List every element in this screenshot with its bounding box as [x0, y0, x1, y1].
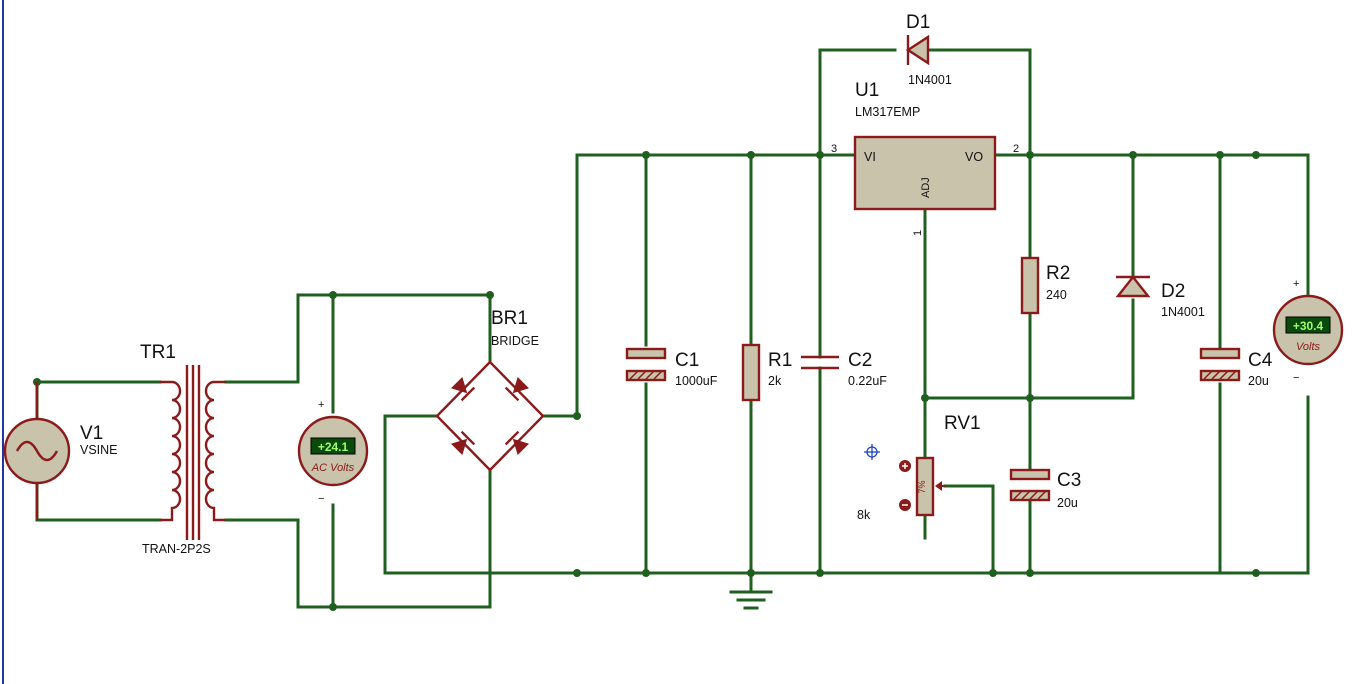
- u1-value: LM317EMP: [855, 105, 920, 119]
- d2-value: 1N4001: [1161, 305, 1205, 319]
- u1-pin2: 2: [1013, 143, 1019, 155]
- d1-value: 1N4001: [908, 73, 952, 87]
- d1-ref: D1: [906, 12, 930, 33]
- c4-ref: C4: [1248, 350, 1273, 371]
- c1-ref: C1: [675, 350, 699, 371]
- c4-capacitor[interactable]: C4 20u: [1199, 347, 1273, 388]
- ground-symbol: [729, 590, 773, 610]
- d1-diode[interactable]: D1 1N4001: [905, 12, 952, 87]
- rv1-potentiometer[interactable]: 7% RV1 8k: [857, 413, 981, 522]
- rv1-increase-button[interactable]: [899, 460, 911, 472]
- tr1-ref: TR1: [140, 342, 176, 363]
- wires: [35, 48, 1310, 609]
- tr1-transformer[interactable]: TR1 TRAN-2P2S: [140, 342, 226, 556]
- dc-voltmeter-label: Volts: [1296, 341, 1321, 353]
- c2-capacitor[interactable]: C2 0.22uF: [801, 350, 887, 388]
- rv1-position: 7%: [917, 480, 927, 493]
- ac-voltmeter-plus: +: [318, 399, 324, 411]
- rv1-value: 8k: [857, 508, 871, 522]
- u1-pin3: 3: [831, 143, 837, 155]
- r1-value: 2k: [768, 374, 782, 388]
- r1-resistor[interactable]: R1 2k: [741, 343, 792, 402]
- r2-resistor[interactable]: R2 240: [1020, 256, 1070, 315]
- d2-diode[interactable]: D2 1N4001: [1115, 275, 1205, 319]
- dc-voltmeter-plus: +: [1293, 278, 1299, 290]
- u1-ref: U1: [855, 80, 879, 101]
- c1-capacitor[interactable]: C1 1000uF: [625, 347, 718, 388]
- u1-pin-adj-label: ADJ: [920, 177, 932, 198]
- crosshair-cursor-icon: [864, 444, 880, 460]
- r2-ref: R2: [1046, 263, 1070, 284]
- r2-value: 240: [1046, 288, 1067, 302]
- v1-value: VSINE: [80, 443, 118, 457]
- dc-voltmeter-minus: −: [1293, 372, 1299, 384]
- u1-pin1: 1: [912, 230, 924, 236]
- ac-voltmeter-label: AC Volts: [311, 462, 355, 474]
- tr1-value: TRAN-2P2S: [142, 542, 211, 556]
- rv1-ref: RV1: [944, 413, 981, 434]
- c1-value: 1000uF: [675, 374, 718, 388]
- dc-voltmeter-reading: +30.4: [1293, 319, 1324, 333]
- br1-value: BRIDGE: [491, 334, 539, 348]
- d2-ref: D2: [1161, 281, 1185, 302]
- junction-dots: [33, 151, 1260, 611]
- u1-lm317-regulator[interactable]: VI VO ADJ 3 2 1 U1 LM317EMP: [831, 80, 1019, 236]
- dc-voltmeter[interactable]: +30.4 Volts + −: [1272, 278, 1344, 384]
- c3-ref: C3: [1057, 470, 1081, 491]
- ac-voltmeter-reading: +24.1: [318, 440, 349, 454]
- c3-capacitor[interactable]: C3 20u: [1009, 468, 1081, 510]
- c3-value: 20u: [1057, 496, 1078, 510]
- c2-ref: C2: [848, 350, 872, 371]
- br1-ref: BR1: [491, 308, 528, 329]
- c4-value: 20u: [1248, 374, 1269, 388]
- r1-ref: R1: [768, 350, 792, 371]
- br1-bridge-rectifier[interactable]: BR1 BRIDGE: [435, 308, 545, 472]
- ac-voltmeter-minus: −: [318, 493, 324, 505]
- v1-sine-source[interactable]: V1 VSINE: [3, 382, 118, 520]
- ac-voltmeter[interactable]: +24.1 AC Volts + −: [297, 399, 369, 505]
- v1-ref: V1: [80, 423, 103, 444]
- rv1-decrease-button[interactable]: [899, 499, 911, 511]
- c2-value: 0.22uF: [848, 374, 887, 388]
- u1-pin-vo-label: VO: [965, 150, 983, 164]
- u1-pin-vi-label: VI: [864, 150, 876, 164]
